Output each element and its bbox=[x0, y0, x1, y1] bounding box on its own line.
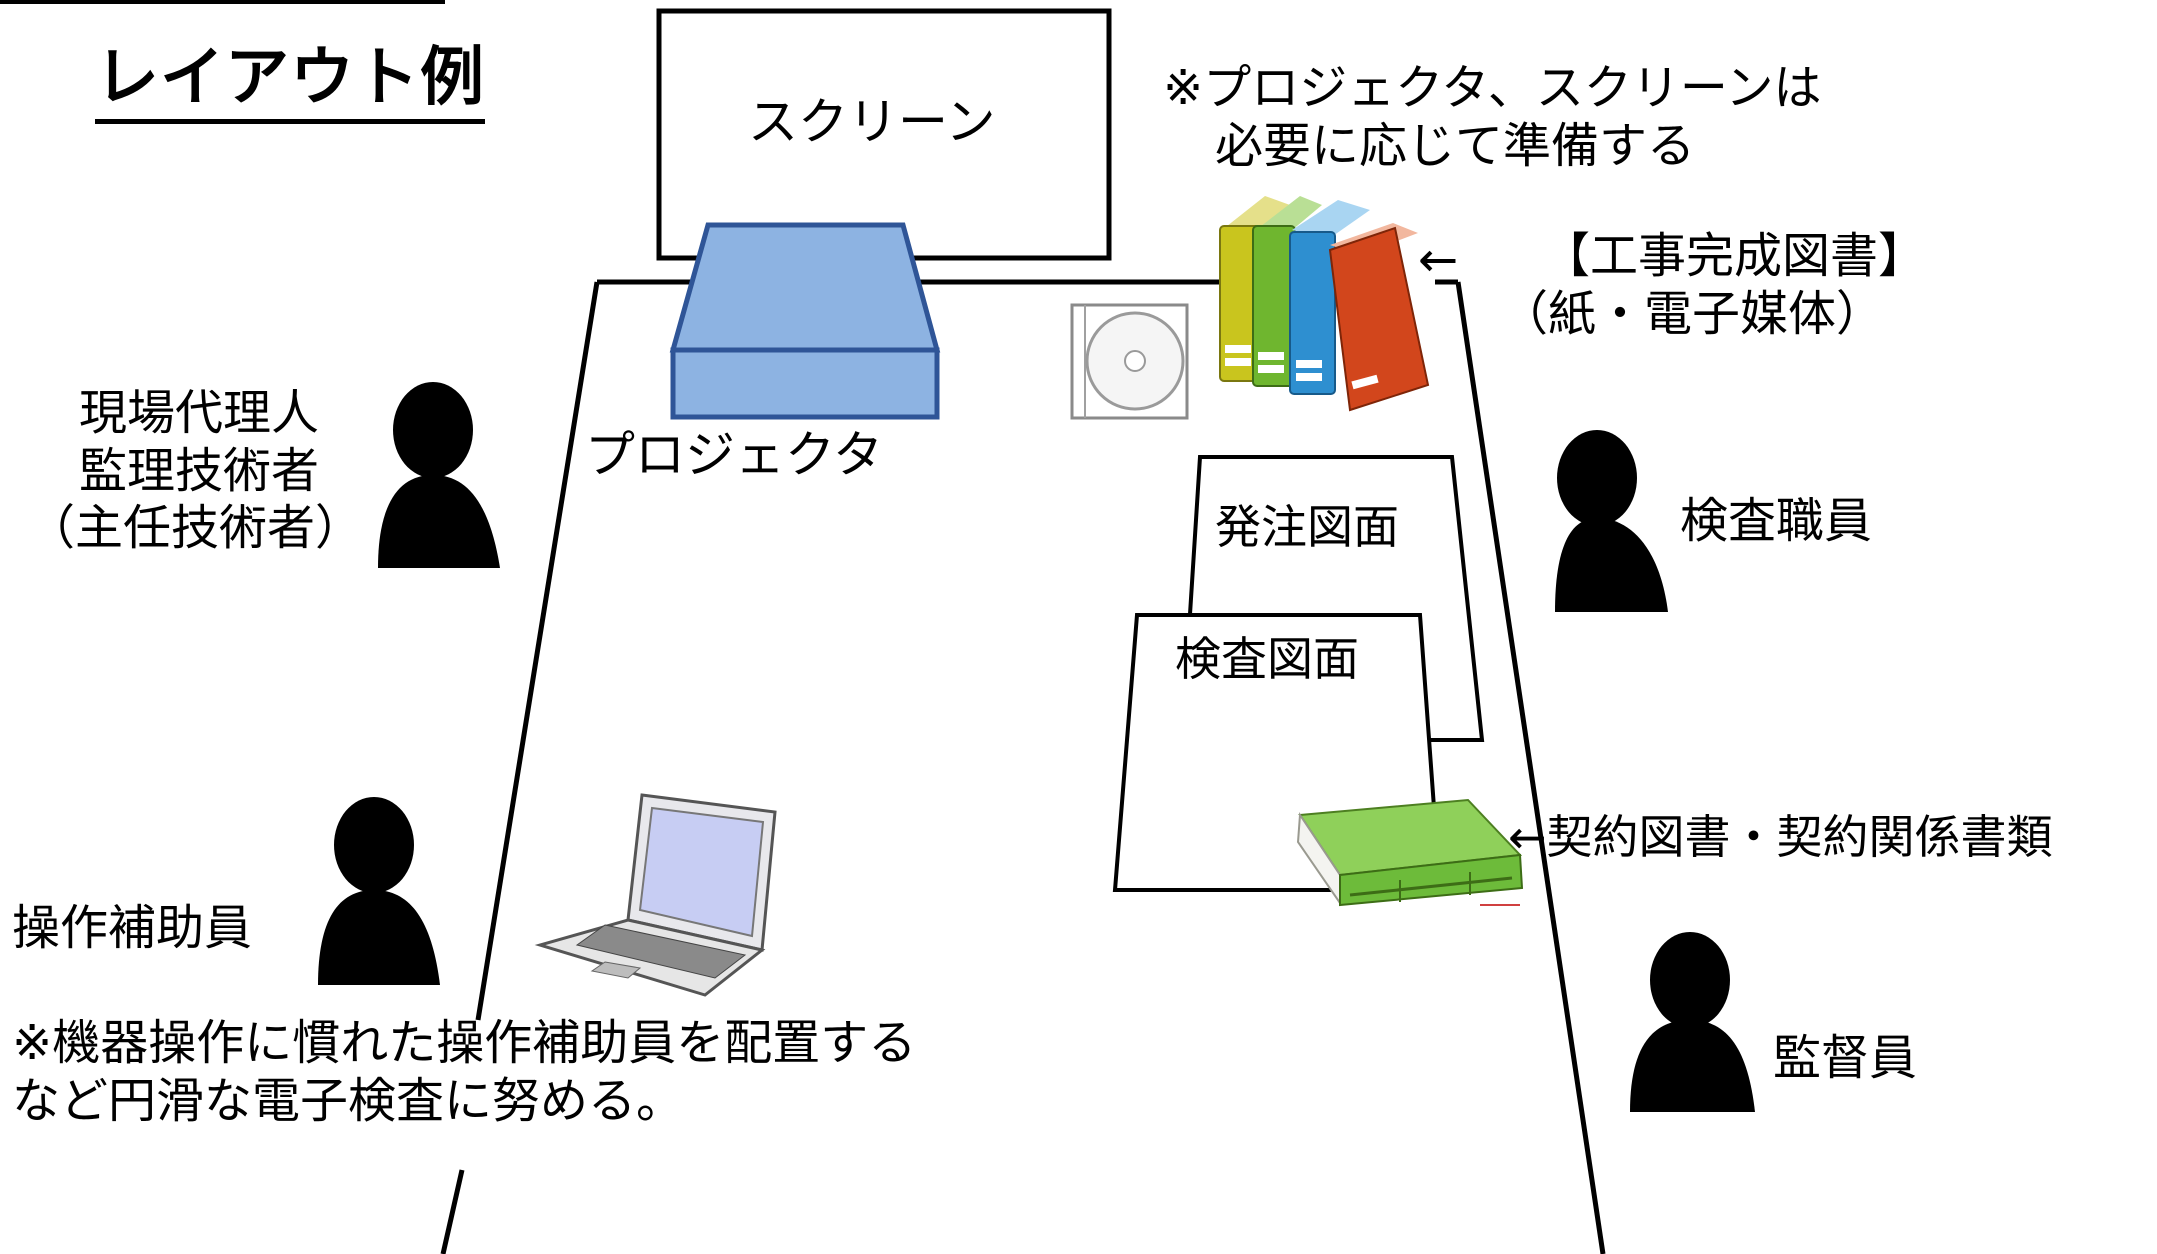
projector-icon bbox=[669, 222, 941, 420]
site-agent-label: 現場代理人 監理技術者 （主任技術者） bbox=[27, 385, 363, 558]
inspector-label: 検査職員 bbox=[1680, 493, 1873, 549]
screen-box bbox=[656, 8, 1112, 261]
projector-label: プロジェクタ bbox=[585, 426, 883, 484]
person-icon-inspector bbox=[1555, 430, 1668, 612]
top-rule bbox=[0, 0, 445, 4]
books-arrow: ← bbox=[1418, 232, 1459, 288]
page-title: レイアウト例 bbox=[95, 40, 485, 124]
person-icon-supervisor bbox=[1630, 932, 1755, 1112]
site-agent-line2: 監理技術者 bbox=[79, 442, 320, 499]
order-drawing-label: 発注図面 bbox=[1215, 500, 1399, 554]
table-outline bbox=[440, 279, 1606, 1254]
projector-screen-note-line2: 必要に応じて準備する bbox=[1215, 117, 1696, 174]
site-agent-line1: 現場代理人 bbox=[79, 385, 320, 441]
operator-note-line1: ※機器操作に慣れた操作補助員を配置する bbox=[12, 1015, 917, 1071]
operator-label: 操作補助員 bbox=[12, 900, 253, 956]
site-agent-line3: （主任技術者） bbox=[27, 500, 364, 557]
completion-documents-label: 【工事完成図書】 （紙・電子媒体） bbox=[1500, 228, 1926, 343]
completion-documents-media: （紙・電子媒体） bbox=[1500, 285, 1885, 342]
projector-screen-note: ※プロジェクタ、スクリーンは 必要に応じて準備する bbox=[1163, 60, 1821, 175]
books-icon bbox=[1219, 196, 1430, 412]
inspection-drawing-label: 検査図面 bbox=[1175, 632, 1359, 686]
screen-label: スクリーン bbox=[748, 93, 996, 151]
operator-note: ※機器操作に慣れた操作補助員を配置する など円滑な電子検査に努める。 bbox=[12, 1015, 916, 1130]
contract-documents-label: ←契約図書・契約関係書類 bbox=[1508, 810, 2053, 864]
projector-screen-note-line1: ※プロジェクタ、スクリーンは bbox=[1163, 60, 1822, 116]
laptop-icon bbox=[534, 793, 777, 997]
cd-case-icon bbox=[1070, 303, 1189, 420]
person-icon-operator bbox=[318, 797, 440, 985]
supervisor-label: 監督員 bbox=[1773, 1030, 1918, 1086]
person-icon-left-top bbox=[378, 382, 500, 568]
operator-note-line2: など円滑な電子検査に努める。 bbox=[12, 1072, 685, 1129]
completion-documents-title: 【工事完成図書】 bbox=[1542, 228, 1927, 284]
green-book-icon bbox=[1296, 798, 1524, 907]
